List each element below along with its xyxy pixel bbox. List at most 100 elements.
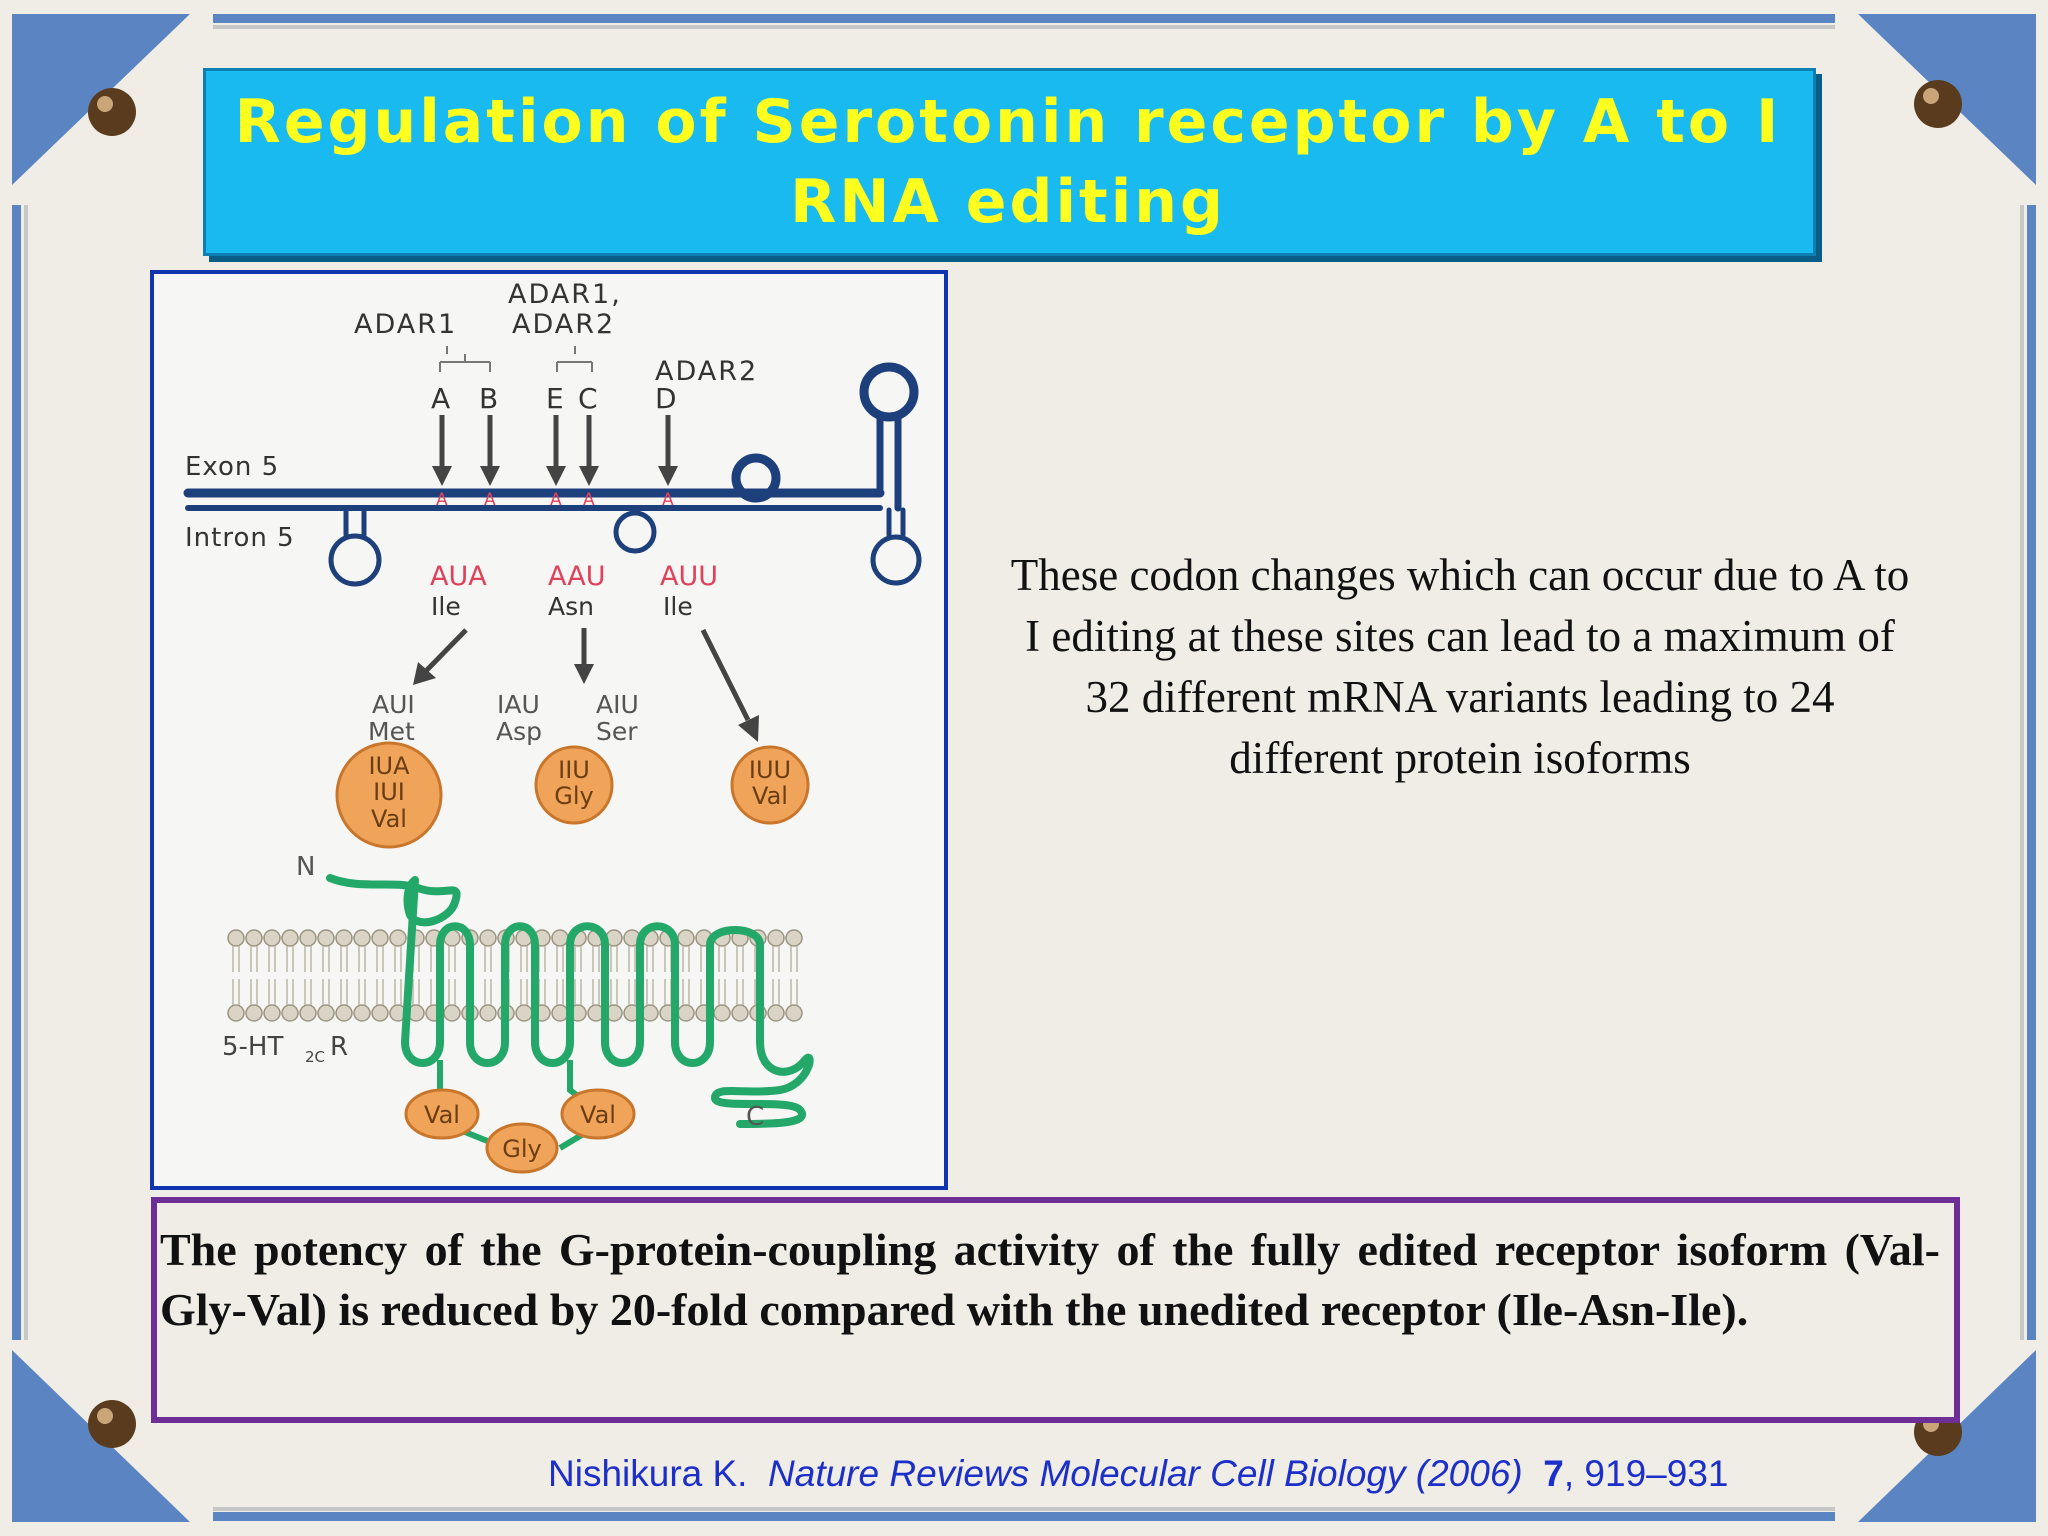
exon-label: Exon 5: [185, 452, 279, 482]
lipid-head: [641, 1004, 659, 1022]
lipid-head: [551, 1004, 569, 1022]
variant-aiu: AIU: [596, 690, 639, 719]
lipid-head: [299, 1004, 317, 1022]
label-adar1: ADAR1: [354, 309, 457, 340]
citation-author: Nishikura K.: [548, 1453, 748, 1494]
svg-text:Val: Val: [752, 782, 788, 810]
intron-label: Intron 5: [185, 523, 295, 553]
lipid-head: [299, 929, 317, 947]
aa-asn: Asn: [548, 592, 594, 621]
label-adar2: ADAR2: [655, 356, 758, 387]
svg-text:Gly: Gly: [554, 782, 593, 810]
rivet-top-left: [88, 88, 136, 136]
lipid-head: [371, 1004, 389, 1022]
lipid-head: [335, 1004, 353, 1022]
svg-text:IUA: IUA: [368, 752, 410, 780]
svg-text:A: A: [484, 490, 496, 510]
rivet-top-right: [1914, 80, 1962, 128]
lipid-head: [281, 1004, 299, 1022]
svg-text:IUI: IUI: [373, 778, 405, 806]
lipid-head: [479, 1004, 497, 1022]
lipid-head: [263, 1004, 281, 1022]
site-e: E: [546, 382, 564, 415]
lipid-head: [317, 929, 335, 947]
right-rail-shadow: [2020, 205, 2024, 1340]
finding-text: The potency of the G-protein-coupling ac…: [160, 1224, 1940, 1335]
svg-text:A: A: [436, 490, 448, 510]
lipid-head: [713, 1004, 731, 1022]
codon-aau: AAU: [548, 561, 605, 592]
bead-val-2: Val: [560, 1088, 636, 1140]
lipid-head: [443, 1004, 461, 1022]
variant-asp: Asp: [496, 717, 542, 746]
svg-text:2C: 2C: [305, 1048, 325, 1066]
citation: Nishikura K. Nature Reviews Molecular Ce…: [548, 1453, 1728, 1495]
lipid-head: [515, 1004, 533, 1022]
citation-journal: Nature Reviews Molecular Cell Biology (2…: [768, 1453, 1523, 1494]
lipid-head: [245, 1004, 263, 1022]
variant-iau: IAU: [497, 690, 540, 719]
lipid-head: [389, 929, 407, 947]
svg-text:5-HT: 5-HT: [222, 1032, 283, 1062]
variant-arrows: [413, 628, 759, 742]
site-b: B: [479, 382, 498, 415]
citation-pages: , 919–931: [1563, 1453, 1729, 1494]
lipid-head: [335, 929, 353, 947]
lipid-head: [785, 1004, 803, 1022]
bead-val-1: Val: [404, 1088, 480, 1140]
svg-text:Gly: Gly: [502, 1135, 541, 1163]
lipid-head: [731, 1004, 749, 1022]
codon-change-explanation: These codon changes which can occur due …: [1010, 550, 1910, 783]
lipid-head: [353, 1004, 371, 1022]
variant-ser: Ser: [596, 717, 638, 746]
lipid-head: [767, 1004, 785, 1022]
lipid-head: [353, 929, 371, 947]
lipid-head: [227, 1004, 245, 1022]
top-rail: [213, 14, 1835, 23]
receptor-label: 5-HT 2C R: [222, 1032, 348, 1066]
lipid-head: [281, 929, 299, 947]
codon-auu: AUU: [660, 561, 718, 592]
title-banner: [203, 68, 1816, 256]
lipid-head: [317, 1004, 335, 1022]
svg-text:A: A: [583, 490, 595, 510]
label-adar1-adar2-line2: ADAR2: [512, 309, 615, 340]
rivet-bottom-left: [88, 1400, 136, 1448]
bracket-adar1-adar2: [556, 346, 593, 372]
n-terminus: N: [296, 852, 315, 882]
site-a: A: [431, 382, 450, 415]
left-rail: [12, 205, 21, 1340]
svg-text:A: A: [662, 490, 674, 510]
edited-bases: A A A A A: [436, 490, 674, 510]
lipid-bilayer: [227, 929, 803, 1022]
slide-title: Regulation of Serotonin receptor by A to…: [234, 87, 1782, 237]
label-adar1-adar2-line1: ADAR1,: [508, 279, 622, 310]
codon-aua: AUA: [430, 561, 487, 592]
aa-ile-1: Ile: [431, 592, 461, 621]
svg-text:Val: Val: [371, 805, 407, 833]
lipid-head: [227, 929, 245, 947]
bead-gly: Gly: [485, 1122, 559, 1174]
lipid-head: [767, 929, 785, 947]
diagram-panel: [150, 270, 948, 1190]
lipid-head: [785, 929, 803, 947]
lipid-head: [551, 929, 569, 947]
variant-aui: AUI: [372, 690, 415, 719]
svg-text:Val: Val: [580, 1101, 616, 1129]
c-terminus: C: [746, 1102, 764, 1132]
circle-val-right: IUU Val: [730, 745, 810, 825]
site-c: C: [578, 382, 598, 415]
site-arrows: [432, 415, 678, 486]
site-d: D: [655, 382, 677, 415]
svg-text:IIU: IIU: [558, 756, 590, 784]
lipid-head: [245, 929, 263, 947]
bottom-rail: [213, 1512, 1835, 1521]
right-rail: [2027, 205, 2036, 1340]
circle-gly: IIU Gly: [534, 745, 614, 825]
svg-text:IUU: IUU: [749, 756, 791, 784]
bottom-rail-shadow: [213, 1507, 1835, 1511]
finding-callout: [151, 1197, 1960, 1423]
lipid-head: [677, 929, 695, 947]
